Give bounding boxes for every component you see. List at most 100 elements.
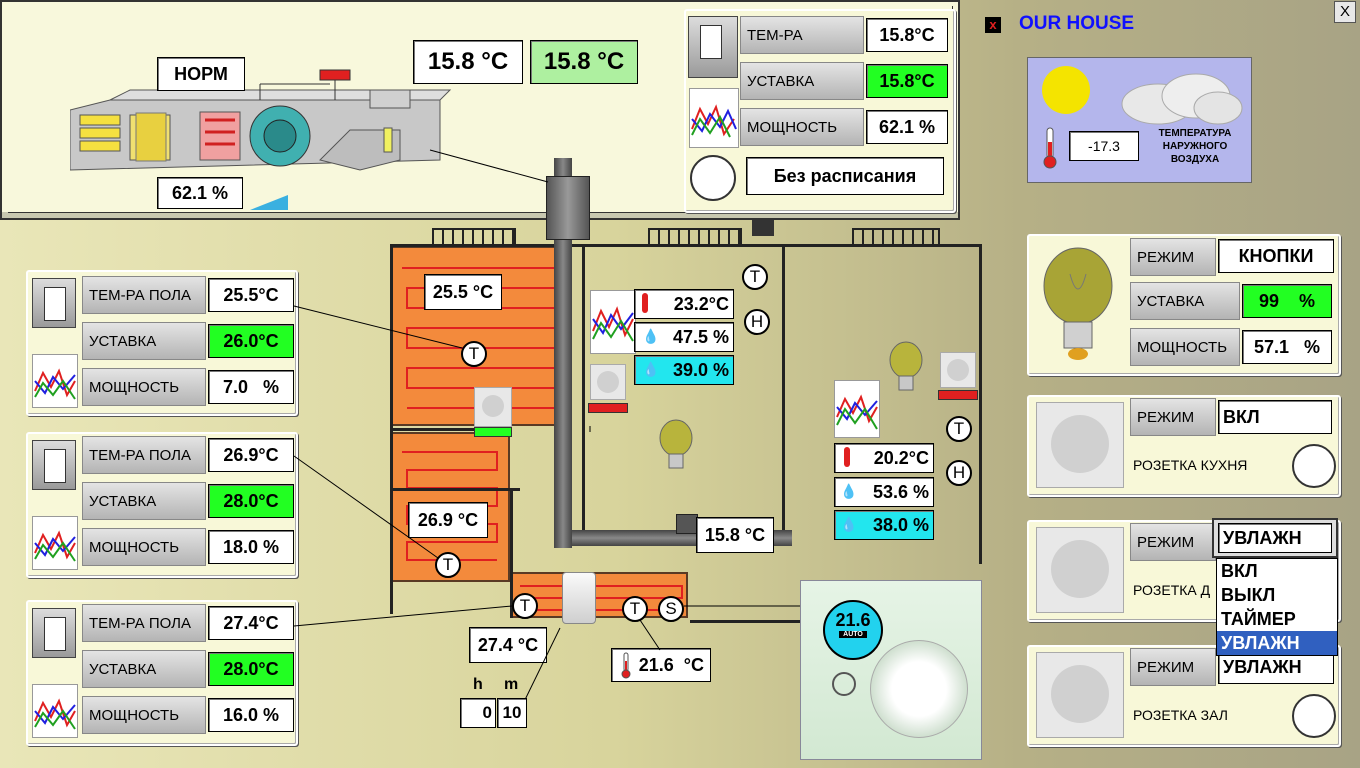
timer-hours-field[interactable]: 0 xyxy=(460,698,496,728)
wall-zone-divider-2 xyxy=(390,488,520,491)
timer-minutes-label: m xyxy=(504,676,519,693)
cloud-icon xyxy=(1121,73,1243,125)
close-button[interactable]: X xyxy=(1334,1,1356,23)
room1-socket-icon[interactable] xyxy=(590,364,626,400)
room2-trend-icon[interactable] xyxy=(834,380,880,438)
room1-socket-face xyxy=(597,371,619,393)
ventilation-setpoint-value[interactable]: 15.8°C xyxy=(866,64,948,98)
zone1-socket-icon[interactable] xyxy=(474,387,512,427)
socket-kitchen-timer-icon[interactable] xyxy=(1292,444,1336,488)
motion-detector-icon[interactable] xyxy=(562,572,596,624)
floor-heater-2-power: 18.0 % xyxy=(208,530,294,564)
outdoor-caption-line2: НАРУЖНОГО xyxy=(1162,141,1228,152)
floor-heater-1-switch[interactable] xyxy=(32,278,76,328)
room1-humidity-setpoint[interactable]: 39.0 % xyxy=(634,355,734,385)
ventilation-temp-setpoint[interactable]: 15.8 °C xyxy=(530,40,638,84)
floor-heater-1-trend-icon[interactable] xyxy=(32,354,78,408)
outdoor-caption-line1: ТЕМПЕРАТУРА xyxy=(1158,128,1232,139)
socket-second-name: РОЗЕТКА Д xyxy=(1133,582,1211,598)
zone1-temp-sensor[interactable]: T xyxy=(461,341,487,367)
room2-socket-indicator xyxy=(938,390,978,400)
zone2-temp-sensor[interactable]: T xyxy=(435,552,461,578)
room2-humidity-setpoint[interactable]: 38.0 % xyxy=(834,510,934,540)
thermostat-dial[interactable] xyxy=(870,640,968,738)
floor-heater-3-setpoint[interactable]: 28.0°C xyxy=(208,652,294,686)
ventilation-trend-icon[interactable] xyxy=(689,88,739,148)
zone3-temp-sensor[interactable]: T xyxy=(512,593,538,619)
floor-heater-3-switch[interactable] xyxy=(32,608,76,658)
room1-socket-indicator xyxy=(588,403,628,413)
floor-heater-3-temp-label: ТЕМ-РА ПОЛА xyxy=(82,604,206,642)
ventilation-mode-field[interactable]: НОРМ xyxy=(157,57,245,91)
floor-heater-1-setpoint[interactable]: 26.0°C xyxy=(208,324,294,358)
floor-heater-3-temp: 27.4°C xyxy=(208,606,294,640)
socket-hall-timer-icon[interactable] xyxy=(1292,694,1336,738)
room2-humidity-icon: 💧 xyxy=(840,483,858,499)
hall-temp-sensor[interactable]: T xyxy=(622,596,648,622)
room2-socket-icon[interactable] xyxy=(940,352,976,388)
ventilation-power-switch[interactable] xyxy=(688,16,738,78)
lighting-setpoint-field[interactable]: 99 % xyxy=(1242,284,1332,318)
floor-heater-3-trend-icon[interactable] xyxy=(32,684,78,738)
hall-smoke-sensor[interactable]: S xyxy=(658,596,684,622)
page-title: OUR HOUSE xyxy=(1019,13,1135,34)
wall-bottom xyxy=(690,620,800,623)
lighting-mode-field[interactable]: КНОПКИ xyxy=(1218,239,1334,273)
outdoor-temp-caption: ТЕМПЕРАТУРА НАРУЖНОГО ВОЗДУХА xyxy=(1140,127,1250,166)
timer-minutes-field[interactable]: 10 xyxy=(497,698,527,728)
floor-heater-1-temp-label: ТЕМ-РА ПОЛА xyxy=(82,276,206,314)
ventilation-temp-actual: 15.8 °C xyxy=(413,40,523,84)
socket-kitchen-mode-field[interactable]: ВКЛ xyxy=(1218,400,1332,434)
room2-temp-sensor[interactable]: T xyxy=(946,416,972,442)
socket-mode-dropdown-list: ВКЛ ВЫКЛ ТАЙМЕР УВЛАЖН xyxy=(1216,558,1338,656)
room1-humidity: 47.5 % xyxy=(634,322,734,352)
heater-zone-3-coil xyxy=(519,585,683,611)
floor-heater-2-setpoint-label: УСТАВКА xyxy=(82,482,206,520)
room1-temp-sensor[interactable]: T xyxy=(742,264,768,290)
ventilation-power-field: 62.1 % xyxy=(157,177,243,209)
room2-light-bulb-icon[interactable] xyxy=(888,340,924,396)
room1-humidity-sensor[interactable]: H xyxy=(744,309,770,335)
room1-light-bulb-icon[interactable] xyxy=(658,418,694,474)
wall-mid-vertical-2 xyxy=(782,244,785,534)
outdoor-thermometer-icon xyxy=(1043,127,1057,169)
thermostat-mode: AUTO xyxy=(839,631,867,638)
socket-second-mode-select[interactable]: УВЛАЖН xyxy=(1212,518,1338,558)
thermostat-indicator-icon xyxy=(832,672,856,696)
socket-hall-icon[interactable] xyxy=(1036,652,1124,738)
room1-temp: 23.2°C xyxy=(634,289,734,319)
thermostat-display: 21.6 AUTO xyxy=(823,600,883,660)
floor-heater-2-switch[interactable] xyxy=(32,440,76,490)
room1-trend-icon[interactable] xyxy=(590,290,636,354)
hall-thermometer-icon xyxy=(621,652,631,679)
socket-second-icon[interactable] xyxy=(1036,527,1124,613)
dropdown-option-on[interactable]: ВКЛ xyxy=(1221,561,1258,581)
ventilation-schedule-field[interactable]: Без расписания xyxy=(746,157,944,195)
socket-second-mode-field[interactable]: УВЛАЖН xyxy=(1218,523,1332,553)
room2-humidity-sensor[interactable]: H xyxy=(946,460,972,486)
socket-second-face xyxy=(1051,540,1109,598)
floor-heater-3-power-label: МОЩНОСТЬ xyxy=(82,696,206,734)
room1-humidity-setpoint-icon: 💧 xyxy=(642,361,660,377)
ventilation-power-value: 62.1 % xyxy=(866,110,948,144)
alarm-icon[interactable]: x xyxy=(985,17,1001,33)
air-duct-vertical xyxy=(554,158,572,548)
room2-socket-face xyxy=(947,359,969,381)
floor-heater-2-setpoint[interactable]: 28.0°C xyxy=(208,484,294,518)
socket-hall-name: РОЗЕТКА ЗАЛ xyxy=(1133,707,1228,723)
dropdown-option-timer[interactable]: ТАЙМЕР xyxy=(1221,609,1296,629)
floor-heater-2-power-label: МОЩНОСТЬ xyxy=(82,528,206,566)
socket-kitchen-face xyxy=(1051,415,1109,473)
ventilation-schedule-stopwatch-icon[interactable] xyxy=(690,155,736,201)
air-duct-fan xyxy=(546,176,590,240)
dropdown-option-off[interactable]: ВЫКЛ xyxy=(1221,585,1276,605)
floor-heater-2-temp-label: ТЕМ-РА ПОЛА xyxy=(82,436,206,474)
socket-kitchen-icon[interactable] xyxy=(1036,402,1124,488)
room2-humidity: 53.6 % xyxy=(834,477,934,507)
floor-heater-3-power: 16.0 % xyxy=(208,698,294,732)
floor-heater-1-temp: 25.5°C xyxy=(208,278,294,312)
dropdown-option-humidify[interactable]: УВЛАЖН xyxy=(1217,631,1337,655)
socket-second-mode-label: РЕЖИМ xyxy=(1130,523,1216,561)
floor-heater-2-trend-icon[interactable] xyxy=(32,516,78,570)
lighting-setpoint-label: УСТАВКА xyxy=(1130,282,1240,320)
